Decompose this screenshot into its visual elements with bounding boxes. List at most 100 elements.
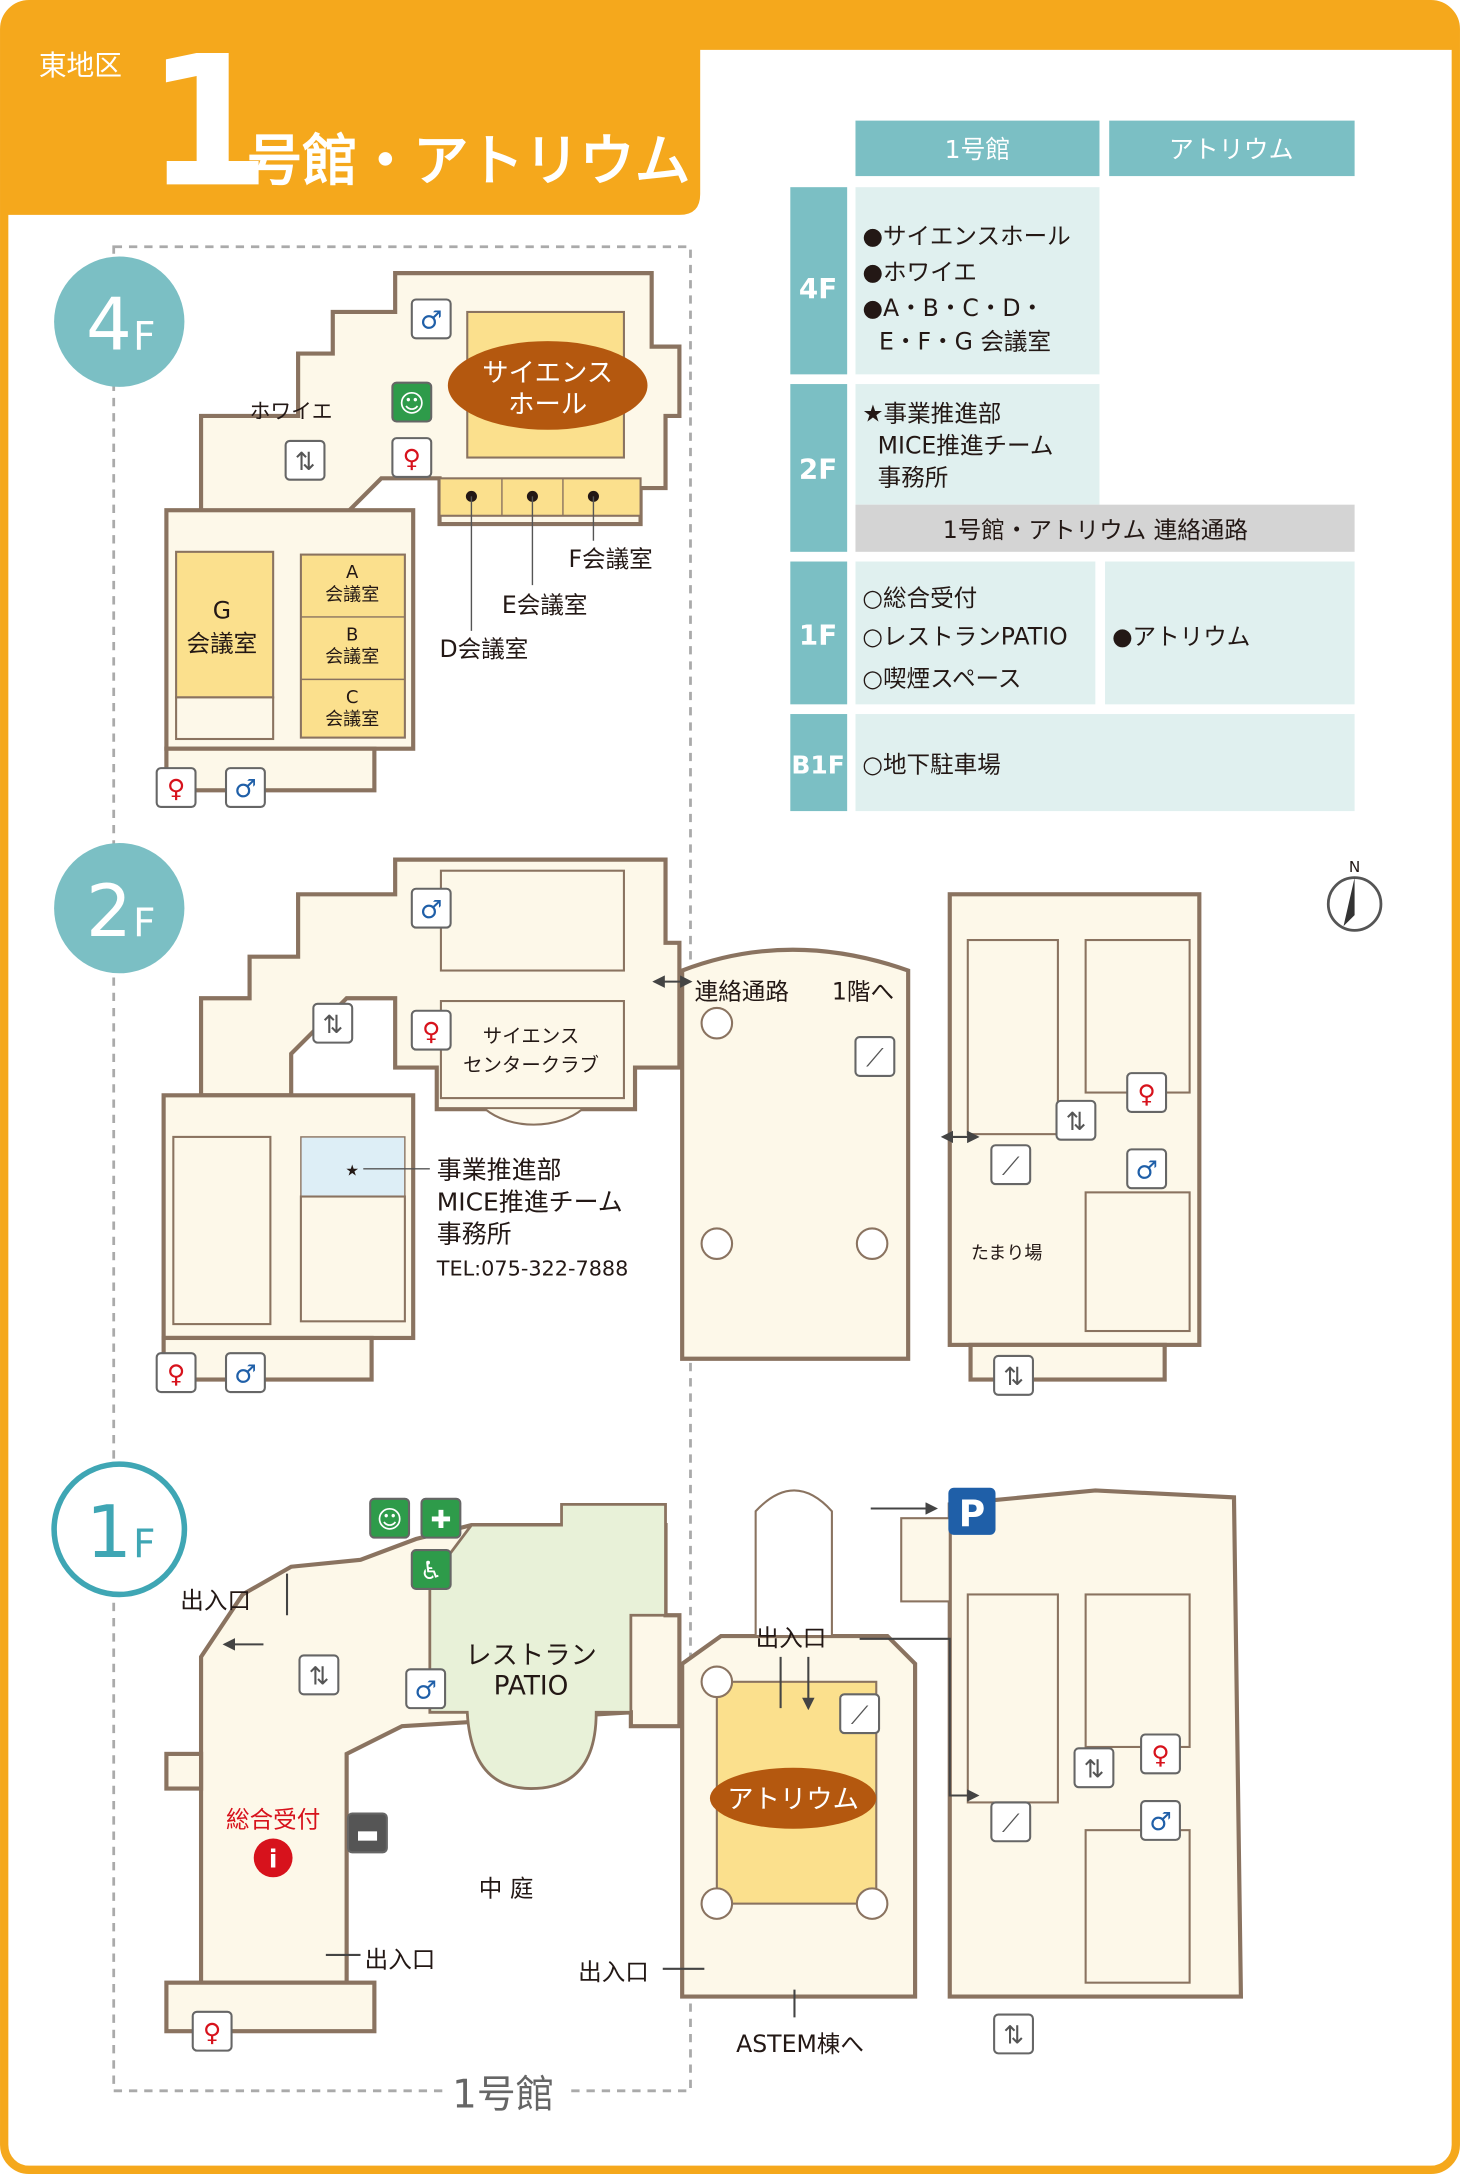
office-phone: TEL:075-322-7888: [436, 1257, 629, 1281]
corridor-row: 1号館・アトリウム 連絡通路: [943, 516, 1248, 544]
svg-text:♀: ♀: [422, 1017, 440, 1046]
male-restroom-icon: ♂: [1140, 1799, 1181, 1841]
male-restroom-icon: ♂: [224, 1352, 266, 1394]
female-restroom-icon: ♀: [391, 437, 433, 478]
table-item: ○地下駐車場: [862, 750, 1000, 778]
svg-text:♀: ♀: [167, 1359, 185, 1388]
table-item: 事務所: [878, 463, 949, 491]
row-label-4f: 4F: [799, 272, 837, 305]
info-icon: [253, 1838, 293, 1878]
svg-text:♀: ♀: [203, 2018, 221, 2047]
elevator-icon: ⇅: [993, 2013, 1034, 2055]
svg-text:F: F: [133, 1522, 155, 1567]
svg-text:♀: ♀: [167, 774, 185, 803]
svg-text:F会議室: F会議室: [568, 545, 652, 573]
elevator-icon: ⇅: [284, 439, 326, 481]
table-item: ○総合受付: [862, 584, 977, 612]
svg-text:⟋: ⟋: [851, 1700, 869, 1729]
svg-text:たまり場: たまり場: [971, 1243, 1043, 1264]
header-band: [4, 4, 1456, 215]
atrium-marker: [709, 1767, 877, 1829]
svg-text:⟋: ⟋: [1002, 1151, 1020, 1180]
svg-text:サイエンス: サイエンス: [483, 1025, 579, 1048]
svg-text:中 庭: 中 庭: [479, 1875, 534, 1903]
female-restroom-icon: ♀: [1126, 1072, 1168, 1113]
svg-text:サイエンス: サイエンス: [482, 358, 613, 388]
elevator-icon: ⇅: [1055, 1099, 1097, 1141]
baby-care-icon: ☺: [369, 1497, 411, 1539]
elevator-icon: ⇅: [298, 1654, 340, 1696]
svg-text:1: 1: [86, 1491, 132, 1575]
office-label: 事業推進部: [437, 1156, 562, 1185]
svg-text:♿: ♿: [420, 1556, 442, 1585]
table-item: ●ホワイエ: [862, 258, 977, 286]
col-header-atrium: アトリウム: [1169, 135, 1294, 164]
svg-text:P: P: [959, 1495, 985, 1536]
page-title: 号館・アトリウム: [247, 130, 691, 194]
row-label-b1f: B1F: [791, 751, 844, 780]
district-label: 東地区: [39, 49, 122, 82]
svg-text:i: i: [269, 1845, 278, 1874]
compass-icon: N: [1326, 858, 1383, 932]
svg-text:N: N: [1349, 858, 1360, 876]
svg-text:E会議室: E会議室: [502, 591, 588, 619]
floor-badge-4f: 4 F: [54, 256, 185, 387]
svg-text:G: G: [213, 596, 231, 624]
svg-text:F: F: [133, 901, 155, 946]
female-restroom-icon: ♀: [155, 767, 197, 808]
svg-text:♂: ♂: [234, 774, 256, 803]
svg-text:✚: ✚: [430, 1505, 451, 1534]
row-label-1f: 1F: [799, 619, 837, 652]
svg-text:♂: ♂: [1149, 1807, 1171, 1836]
male-restroom-icon: ♂: [224, 767, 266, 808]
svg-text:センタークラブ: センタークラブ: [463, 1054, 599, 1077]
table-item: MICE推進チーム: [878, 431, 1054, 459]
floor-plan-1f: アトリウム 出入口 出入口 出入口 出入口 レストラン PATIO 総合受付 i…: [164, 1487, 1244, 2058]
svg-text:F: F: [133, 314, 155, 359]
table-item: ●サイエンスホール: [862, 222, 1070, 250]
svg-text:⇅: ⇅: [1065, 1107, 1086, 1136]
svg-text:出入口: 出入口: [578, 1958, 649, 1986]
svg-text:★: ★: [345, 1162, 359, 1180]
table-item: ●A・B・C・D・: [862, 294, 1044, 322]
building1-label: 1号館: [452, 2072, 554, 2117]
foyer-label: ホワイエ: [250, 400, 333, 424]
svg-text:⇅: ⇅: [295, 447, 316, 476]
svg-text:♀: ♀: [403, 444, 421, 473]
science-hall-marker: [447, 341, 648, 430]
svg-text:出入口: 出入口: [756, 1624, 827, 1652]
svg-text:ホール: ホール: [508, 390, 587, 420]
svg-text:レストラン: レストラン: [465, 1641, 597, 1671]
svg-text:♂: ♂: [1135, 1156, 1157, 1185]
table-item: ○レストランPATIO: [862, 623, 1067, 651]
svg-text:⇅: ⇅: [1003, 2021, 1024, 2050]
escalator-icon: ⟋: [990, 1144, 1032, 1186]
male-restroom-icon: ♂: [405, 1668, 447, 1710]
female-restroom-icon: ♀: [410, 1009, 452, 1051]
svg-text:⇅: ⇅: [1083, 1754, 1104, 1783]
svg-text:⇅: ⇅: [308, 1662, 329, 1691]
svg-text:☺: ☺: [377, 1505, 403, 1534]
table-item: ○喫煙スペース: [862, 664, 1021, 692]
svg-text:アトリウム: アトリウム: [727, 1785, 859, 1815]
table-item: E・F・G 会議室: [879, 327, 1051, 355]
elevator-icon: ⇅: [312, 1002, 354, 1044]
female-restroom-icon: ♀: [1140, 1733, 1181, 1775]
parking-icon: P: [948, 1487, 996, 1536]
svg-text:1階へ: 1階へ: [832, 978, 894, 1006]
svg-text:会議室: 会議室: [187, 630, 258, 658]
elevator-icon: ⇅: [1073, 1747, 1115, 1789]
svg-text:♂: ♂: [234, 1359, 256, 1388]
baby-care-icon: ☺: [391, 381, 433, 423]
female-restroom-icon: ♀: [155, 1352, 197, 1394]
multipurpose-restroom-icon: ✚: [420, 1497, 462, 1539]
svg-text:出入口: 出入口: [180, 1586, 251, 1614]
svg-text:MICE推進チーム: MICE推進チーム: [437, 1187, 623, 1216]
svg-text:B: B: [346, 625, 358, 646]
smoking-area-icon: ▬: [346, 1812, 388, 1854]
svg-text:2: 2: [86, 870, 132, 954]
svg-text:D会議室: D会議室: [440, 635, 529, 663]
svg-text:連絡通路: 連絡通路: [695, 978, 789, 1006]
svg-text:PATIO: PATIO: [494, 1671, 569, 1701]
wheelchair-icon: ♿: [410, 1549, 452, 1590]
